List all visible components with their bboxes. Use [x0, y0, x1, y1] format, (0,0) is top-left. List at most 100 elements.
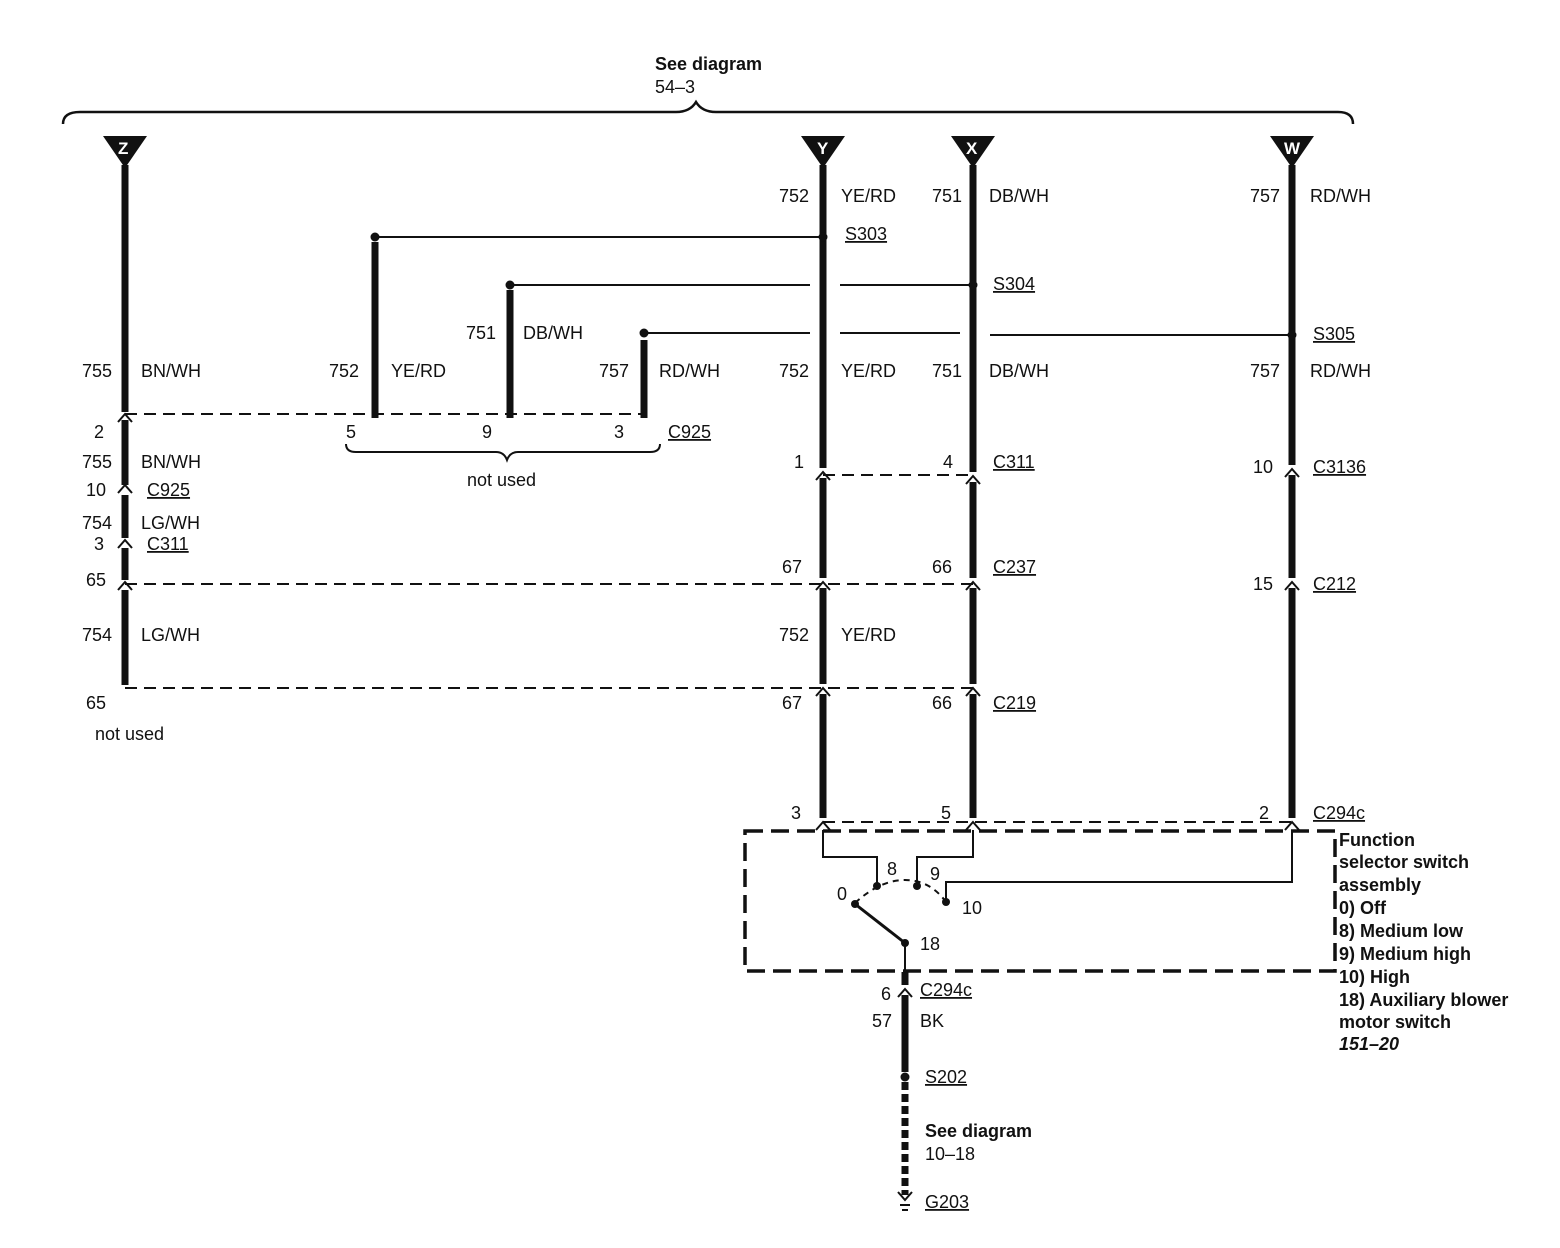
legend-line-7: 10) High — [1339, 967, 1410, 987]
not-used-1: not used — [467, 470, 536, 490]
c212-w-pin: 15 — [1253, 574, 1273, 594]
switch-pos-0: 0 — [837, 884, 847, 904]
b1-color: YE/RD — [391, 361, 446, 381]
c294c-top-name[interactable]: C294c — [1313, 803, 1365, 823]
s303-label[interactable]: S303 — [845, 224, 887, 244]
main-wires — [121, 165, 1296, 1195]
connector-dashes — [125, 413, 1292, 823]
splice-dots — [370, 232, 1297, 1082]
not-used-2: not used — [95, 724, 164, 744]
z-bottom-color: LG/WH — [141, 625, 200, 645]
z-c311-pin: 3 — [94, 534, 104, 554]
see-diagram-bottom-line2[interactable]: 10–18 — [925, 1144, 975, 1164]
legend-line-6: 9) Medium high — [1339, 944, 1471, 964]
s305-label[interactable]: S305 — [1313, 324, 1355, 344]
c294c-bottom-pin: 6 — [881, 984, 891, 1004]
legend-line-9: motor switch — [1339, 1012, 1451, 1032]
z-low-color: LG/WH — [141, 513, 200, 533]
y-mid-circuit: 752 — [779, 361, 809, 381]
see-diagram-top-line2[interactable]: 54–3 — [655, 77, 695, 97]
c219-x-pin: 66 — [932, 693, 952, 713]
c294c-bottom-name[interactable]: C294c — [920, 980, 972, 1000]
z-low-circuit: 754 — [82, 513, 112, 533]
switch-pos-9: 9 — [930, 864, 940, 884]
column-y-label: Y — [817, 139, 829, 158]
z-c311-name[interactable]: C311 — [147, 534, 189, 554]
w-top-circuit: 757 — [1250, 186, 1280, 206]
b3-circuit: 757 — [599, 361, 629, 381]
legend-line-1: Function — [1339, 830, 1415, 850]
w-mid-color: RD/WH — [1310, 361, 1371, 381]
z-c219-pin: 65 — [86, 693, 106, 713]
switch-pos-18: 18 — [920, 934, 940, 954]
c219-y-pin: 67 — [782, 693, 802, 713]
see-diagram-top-line1[interactable]: See diagram — [655, 54, 762, 74]
switch-box — [743, 829, 1337, 973]
legend-line-8: 18) Auxiliary blower — [1339, 990, 1508, 1010]
column-x-label: X — [966, 139, 978, 158]
c3136-name[interactable]: C3136 — [1313, 457, 1366, 477]
y-top-circuit: 752 — [779, 186, 809, 206]
c237-y-pin: 67 — [782, 557, 802, 577]
y-top-color: YE/RD — [841, 186, 896, 206]
z-top-circuit: 755 — [82, 361, 112, 381]
see-diagram-bottom-line1[interactable]: See diagram — [925, 1121, 1032, 1141]
z-top-color: BN/WH — [141, 361, 201, 381]
z-mid-color: BN/WH — [141, 452, 201, 472]
c311-name[interactable]: C311 — [993, 452, 1035, 472]
b3-color: RD/WH — [659, 361, 720, 381]
legend-line-5: 8) Medium low — [1339, 921, 1464, 941]
g203-label[interactable]: G203 — [925, 1192, 969, 1212]
z-mid-circuit: 755 — [82, 452, 112, 472]
legend-line-2: selector switch — [1339, 852, 1469, 872]
b2-color: DB/WH — [523, 323, 583, 343]
z-c237-pin: 65 — [86, 570, 106, 590]
w-top-color: RD/WH — [1310, 186, 1371, 206]
triangle-w — [1270, 136, 1314, 168]
z-c925-pin-top: 2 — [94, 422, 104, 442]
y-bottom-circuit: 752 — [779, 625, 809, 645]
s304-label[interactable]: S304 — [993, 274, 1035, 294]
c212-name[interactable]: C212 — [1313, 574, 1356, 594]
y-mid-color: YE/RD — [841, 361, 896, 381]
triangle-y — [801, 136, 845, 168]
top-brace — [61, 99, 1355, 125]
c311-y-pin: 1 — [794, 452, 804, 472]
legend-ref[interactable]: 151–20 — [1339, 1034, 1399, 1054]
triangle-x — [951, 136, 995, 168]
connector-marks — [117, 412, 1300, 1211]
c237-name[interactable]: C237 — [993, 557, 1036, 577]
switch-assembly — [743, 829, 1337, 973]
b1-circuit: 752 — [329, 361, 359, 381]
x-mid-color: DB/WH — [989, 361, 1049, 381]
c925-pin-9: 9 — [482, 422, 492, 442]
c237-x-pin: 66 — [932, 557, 952, 577]
x-top-color: DB/WH — [989, 186, 1049, 206]
x-mid-circuit: 751 — [932, 361, 962, 381]
b2-circuit: 751 — [466, 323, 496, 343]
c294c-y-pin: 3 — [791, 803, 801, 823]
c294c-w-pin: 2 — [1259, 803, 1269, 823]
column-z-label: Z — [118, 139, 128, 158]
z-c925-name[interactable]: C925 — [147, 480, 190, 500]
legend-line-4: 0) Off — [1339, 898, 1387, 918]
c219-name[interactable]: C219 — [993, 693, 1036, 713]
switch-pos-8: 8 — [887, 859, 897, 879]
z-c925-pin: 10 — [86, 480, 106, 500]
c925-pin-3: 3 — [614, 422, 624, 442]
s202-label[interactable]: S202 — [925, 1067, 967, 1087]
z-bottom-circuit: 754 — [82, 625, 112, 645]
ground-circuit: 57 — [872, 1011, 892, 1031]
y-bottom-color: YE/RD — [841, 625, 896, 645]
c925-name[interactable]: C925 — [668, 422, 711, 442]
switch-pos-10: 10 — [962, 898, 982, 918]
c311-x-pin: 4 — [943, 452, 953, 472]
legend-line-3: assembly — [1339, 875, 1421, 895]
c294c-x-pin: 5 — [941, 803, 951, 823]
c3136-w-pin: 10 — [1253, 457, 1273, 477]
switch-dots — [851, 882, 950, 947]
c925-pin-5: 5 — [346, 422, 356, 442]
column-triangles — [103, 136, 1314, 168]
column-w-label: W — [1284, 139, 1301, 158]
